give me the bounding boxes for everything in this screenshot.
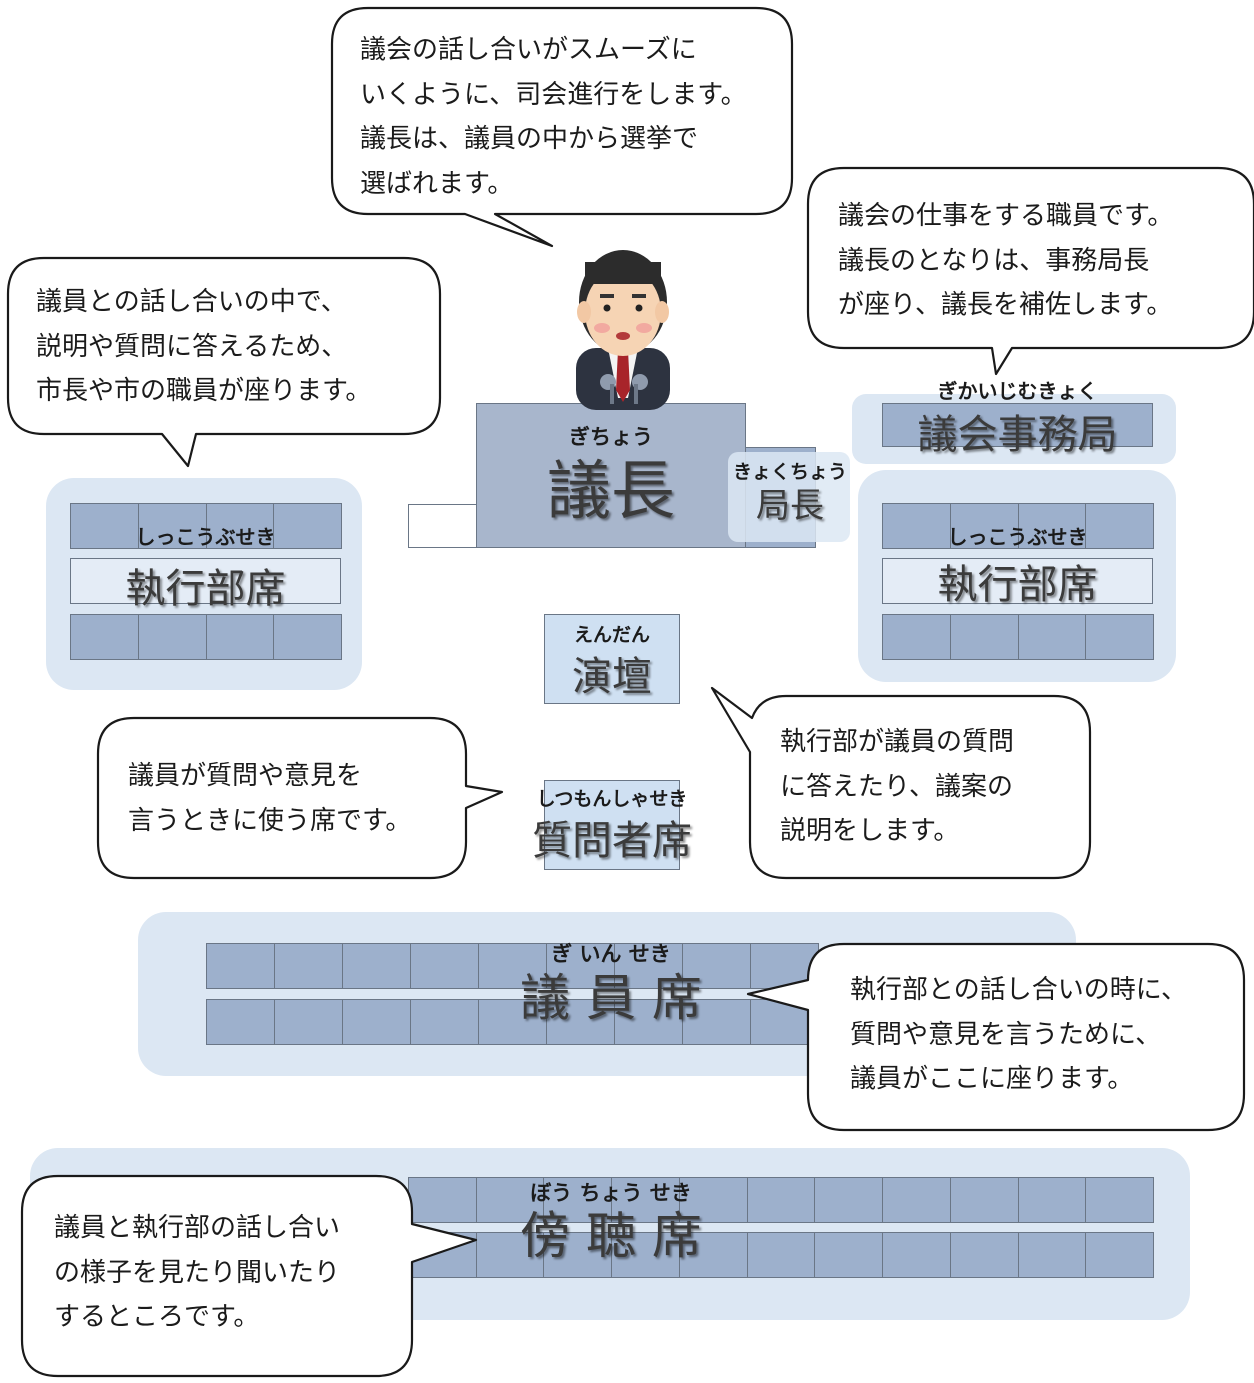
- bubble-line: 執行部との話し合いの時に、: [850, 975, 1187, 1005]
- bubble-exec-text: 執行部が議員の質問 に答えたり、議案の 説明をします。: [780, 720, 1014, 854]
- bubble-chair-text: 議会の話し合いがスムーズに いくように、司会進行をします。 議長は、議員の中から…: [360, 28, 747, 207]
- bubble-line: 議員がここに座ります。: [850, 1064, 1134, 1095]
- bubble-mayor-text: 議員との話し合いの中で、 説明や質問に答えるため、 市長や市の職員が座ります。: [36, 280, 371, 414]
- bubble-mayor-shape: [6, 256, 442, 468]
- bubble-director-text: 議会の仕事をする職員です。 議長のとなりは、事務局長 が座り、議長を補佐します。: [838, 194, 1173, 328]
- exec-right-ruby: しっこうぶせき: [947, 525, 1088, 549]
- secretariat-box: [882, 403, 1153, 447]
- bubble-members-shape: [746, 942, 1246, 1132]
- bubble-line: に答えたり、議案の: [780, 771, 1013, 802]
- bubble-line: 言うときに使う席です。: [128, 805, 412, 836]
- bubble-line: 議員と執行部の話し合い: [54, 1213, 341, 1243]
- bubble-line: 議員が質問や意見を: [128, 761, 363, 791]
- bubble-line: 質問や意見を言うために、: [850, 1019, 1162, 1050]
- exec-right-label-row: [882, 558, 1153, 604]
- bubble-line: 説明をします。: [780, 816, 960, 847]
- question-seat-box: [544, 780, 680, 870]
- chair-label: 議長: [547, 455, 675, 529]
- bubble-line: するところです。: [54, 1302, 260, 1333]
- exec-left-bottom-row: [70, 614, 342, 660]
- question-seat-label: 質問者席: [532, 818, 692, 864]
- gallery-bottom-row: [408, 1232, 1154, 1278]
- bubble-line: 議長は、議員の中から選挙で: [360, 124, 699, 155]
- bubble-exec-shape: [710, 686, 1092, 880]
- bubble-gallery-shape: [20, 1174, 478, 1378]
- bubble-line: が座り、議長を補佐します。: [838, 290, 1173, 321]
- director-label: 局長: [756, 486, 824, 526]
- exec-right-bottom-row: [882, 614, 1154, 660]
- bubble-line: 選ばれます。: [360, 169, 514, 200]
- bubble-line: 議会の話し合いがスムーズに: [360, 35, 697, 65]
- bubble-line: の様子を見たり聞いたり: [54, 1257, 341, 1288]
- member-seats-bottom-row: [206, 999, 819, 1045]
- bubble-question-shape: [96, 716, 504, 880]
- podium-box: [544, 614, 680, 704]
- bubble-gallery-text: 議員と執行部の話し合い の様子を見たり聞いたり するところです。: [54, 1206, 340, 1340]
- bubble-line: いくように、司会進行をします。: [360, 79, 747, 110]
- question-seat-ruby: しつもんしゃせき: [536, 788, 688, 810]
- gallery-ruby: ぼう ちょう せき: [530, 1181, 692, 1205]
- bubble-line: 議会の仕事をする職員です。: [838, 201, 1174, 231]
- bubble-line: 執行部が議員の質問: [780, 727, 1015, 757]
- secretariat-ruby: ぎかいじむきょく: [937, 379, 1098, 403]
- bubble-director-shape: [806, 166, 1254, 376]
- bubble-line: 議員との話し合いの中で、: [36, 287, 347, 317]
- secretariat-label: 議会事務局: [917, 412, 1118, 458]
- bubble-line: 市長や市の職員が座ります。: [36, 376, 372, 407]
- gallery-top-row: [408, 1177, 1154, 1223]
- member-seats-top-row: [206, 943, 819, 989]
- exec-left-label: 執行部席: [125, 566, 286, 612]
- director-ruby: きょくちょう: [732, 461, 847, 483]
- gallery-label: 傍 聴 席: [520, 1207, 702, 1265]
- bubble-members-text: 執行部との話し合いの時に、 質問や意見を言うために、 議員がここに座ります。: [850, 968, 1187, 1102]
- chair-ruby: ぎちょう: [569, 425, 653, 449]
- bubble-question-text: 議員が質問や意見を 言うときに使う席です。: [128, 754, 411, 843]
- bubble-line: 議長のとなりは、事務局長: [838, 245, 1150, 276]
- exec-left-top-row: [70, 503, 342, 549]
- exec-left-ruby: しっこうぶせき: [135, 525, 276, 549]
- chairperson-illustration: [576, 250, 670, 410]
- member-seats-label: 議 員 席: [520, 969, 702, 1027]
- exec-left-label-row: [70, 558, 341, 604]
- exec-right-top-row: [882, 503, 1154, 549]
- bubble-chair-shape: [330, 6, 794, 248]
- bubble-line: 説明や質問に答えるため、: [36, 331, 348, 362]
- director-highlight: [728, 452, 850, 542]
- exec-right-label: 執行部席: [937, 562, 1098, 608]
- podium-ruby: えんだん: [573, 624, 650, 646]
- podium-label: 演壇: [572, 654, 652, 700]
- member-seats-ruby: ぎ いん せき: [551, 942, 671, 966]
